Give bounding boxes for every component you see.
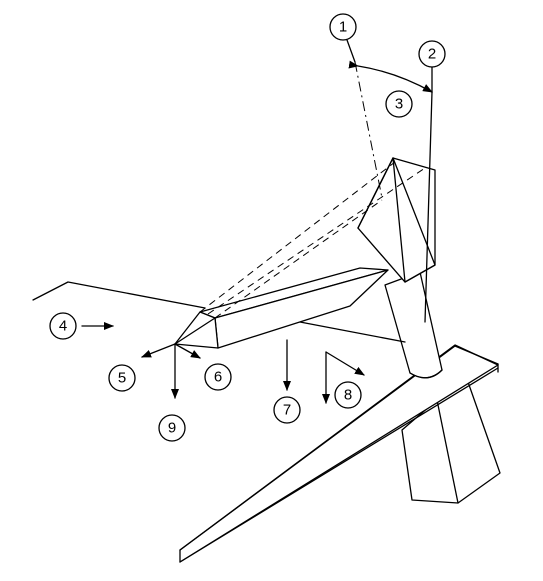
tool-holder [179,344,501,563]
holder-block-edge [436,399,459,504]
callout-3: 3 [385,90,413,118]
holder-front-edge [454,345,499,365]
callout-1: 1 [329,13,357,41]
projection-lines [199,161,426,319]
svg-text:7: 7 [283,402,291,419]
tool-head-top-edge [357,157,394,229]
projection-line-1 [199,161,396,313]
callout-8: 8 [334,381,362,409]
reference-axis-2 [424,91,433,323]
svg-text:1: 1 [339,19,347,36]
tool-head [357,157,436,283]
reference-axis-1 [354,61,383,199]
cutting-tool [174,267,389,349]
arrow-8-diag [325,351,365,376]
workpiece-line-lower [299,321,406,343]
svg-text:4: 4 [59,318,67,335]
svg-text:9: 9 [168,420,176,437]
spindle-body [384,271,443,379]
callout-7: 7 [273,396,301,424]
arrow-6 [174,343,201,359]
holder-top-edge-2 [179,367,499,563]
callout-4: 4 [49,312,77,340]
callout-5: 5 [108,364,136,392]
spindle [384,271,443,379]
callout-9: 9 [158,414,186,442]
projection-line-3 [214,199,383,319]
holder-top-edge-1 [179,345,456,551]
callout-6: 6 [204,363,232,391]
spindle-bottom [409,369,443,379]
svg-text:3: 3 [395,96,403,113]
svg-text:2: 2 [428,46,436,63]
workpiece-line [32,281,206,309]
direction-arrows [81,322,365,404]
svg-text:6: 6 [214,369,222,386]
tool-head-edge [392,157,406,283]
angle-arc [348,60,433,93]
tool-tip-edge [174,317,216,345]
callout-2: 2 [418,40,446,68]
svg-text:5: 5 [118,370,126,387]
leader-1 [346,39,356,63]
projection-line-2 [207,167,426,315]
arrow-5 [141,343,176,358]
svg-text:8: 8 [344,387,352,404]
